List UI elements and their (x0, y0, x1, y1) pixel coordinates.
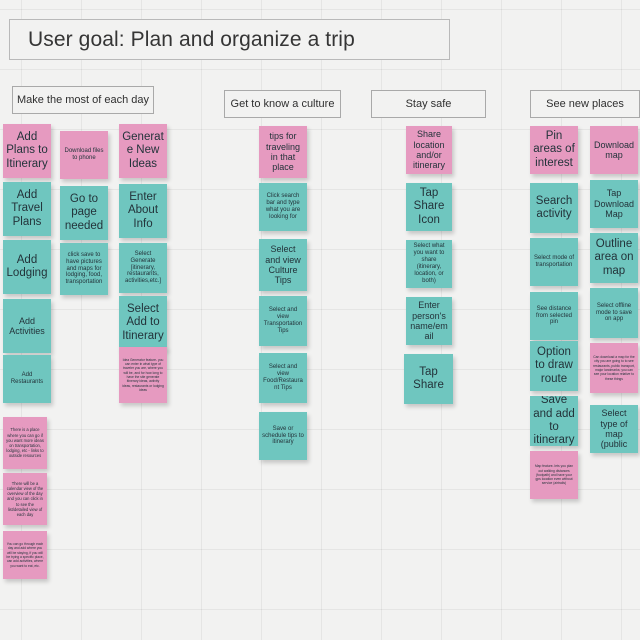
sticky-note[interactable]: Go to page needed (60, 186, 108, 240)
sticky-note-text: Generate New Ideas (122, 131, 164, 170)
sticky-note[interactable]: Save or schedule tips to itinerary (259, 412, 307, 460)
sticky-note[interactable]: Save and add to itinerary (530, 396, 578, 446)
sticky-note[interactable]: See distance from selected pin (530, 292, 578, 340)
sticky-note-text: Option to draw route (535, 346, 573, 385)
sticky-note[interactable]: Enter person's name/email (406, 297, 452, 345)
sticky-note-text: Tap Download Map (593, 188, 635, 220)
sticky-note[interactable]: Select Add to Itinerary (119, 296, 167, 350)
sticky-note-text: Click search bar and type what you are l… (265, 193, 301, 220)
sticky-note[interactable]: Select type of map (public (590, 405, 638, 453)
sticky-note[interactable]: Outline area on map (590, 233, 638, 283)
sticky-note-text: Save and add to itinerary (533, 396, 575, 446)
sticky-note[interactable]: Add Restaurants (3, 355, 51, 403)
sticky-note-text: Select what you want to share (itinerary… (413, 243, 445, 284)
sticky-note[interactable]: There will be a calendar view of the ove… (3, 473, 47, 525)
sticky-note[interactable]: Select and view Culture Tips (259, 239, 307, 291)
user-goal-banner[interactable]: User goal: Plan and organize a trip (9, 19, 450, 60)
sticky-note[interactable]: Share location and/or itinerary (406, 126, 452, 174)
sticky-note-text: Select type of map (public (600, 408, 628, 450)
sticky-note[interactable]: Select what you want to share (itinerary… (406, 240, 452, 288)
sticky-note-text: See distance from selected pin (535, 305, 572, 326)
sticky-note-text: Select Generate [itinerary, restaurants,… (124, 250, 161, 285)
sticky-note-text: Add Lodging (6, 253, 48, 279)
sticky-note[interactable]: Enter About Info (119, 184, 167, 238)
sticky-note-text: Pin areas of interest (533, 130, 575, 169)
sticky-note-text: Add Plans to Itinerary (6, 131, 48, 170)
sticky-note[interactable]: Download map (590, 126, 638, 174)
category-header-label: See new places (546, 98, 624, 110)
sticky-note-text: Select Add to Itinerary (122, 303, 164, 342)
sticky-note[interactable]: Option to draw route (530, 341, 578, 391)
sticky-note[interactable]: Tap Share Icon (406, 183, 452, 231)
sticky-note-text: Select and view Culture Tips (265, 244, 301, 286)
category-header-1[interactable]: Get to know a culture (224, 90, 341, 118)
category-header-label: Make the most of each day (16, 94, 150, 106)
sticky-note-text: Go to page needed (64, 193, 104, 232)
sticky-note-text: Download files to phone (64, 148, 104, 161)
sticky-note[interactable]: Add Plans to Itinerary (3, 124, 51, 178)
category-header-label: Stay safe (405, 98, 452, 110)
sticky-note[interactable]: Search activity (530, 183, 578, 233)
sticky-note[interactable]: Add Lodging (3, 240, 51, 294)
sticky-note[interactable]: Select mode of transportation (530, 238, 578, 286)
sticky-note-text: Select and view Food/Restaurant Tips (263, 364, 303, 391)
sticky-note-text: Map feature- lets you plan out walking d… (534, 464, 574, 486)
sticky-note[interactable]: Pin areas of interest (530, 126, 578, 174)
sticky-note-text: Download map (593, 139, 635, 160)
sticky-note[interactable]: Add Travel Plans (3, 182, 51, 236)
sticky-note-text: Enter person's name/email (410, 300, 448, 342)
sticky-note-text: Add Travel Plans (11, 189, 43, 228)
sticky-note-text: Add Restaurants (10, 372, 44, 385)
sticky-note[interactable]: click save to have pictures and maps for… (60, 243, 108, 295)
sticky-note-text: Tap Share Icon (413, 187, 445, 226)
sticky-note-text: Select offline mode to save on app (595, 302, 633, 323)
sticky-note-text: Search activity (535, 194, 573, 220)
sticky-note[interactable]: tips for traveling in that place (259, 126, 307, 178)
category-header-2[interactable]: Stay safe (371, 90, 486, 118)
sticky-note-text: Outline area on map (594, 238, 634, 277)
sticky-note[interactable]: Select and view Food/Restaurant Tips (259, 353, 307, 403)
sticky-note-text: Tap Share (413, 365, 444, 391)
sticky-note-text: Share location and/or itinerary (412, 129, 445, 171)
user-goal-text: User goal: Plan and organize a trip (28, 27, 355, 51)
sticky-note-text: There is a place where you can go if you… (6, 427, 44, 459)
category-header-label: Get to know a culture (230, 98, 335, 110)
sticky-note[interactable]: Can download a map for the city you are … (590, 343, 638, 393)
sticky-note[interactable]: Click search bar and type what you are l… (259, 183, 307, 231)
sticky-note-text: Select mode of transportation (533, 255, 575, 268)
sticky-note[interactable]: Map feature- lets you plan out walking d… (530, 451, 578, 499)
sticky-note-text: You can go through each day and add wher… (6, 542, 44, 568)
sticky-note-text: Can download a map for the city you are … (593, 355, 635, 381)
sticky-note[interactable]: Idea Generator feature- you can enter in… (119, 347, 167, 403)
sticky-note[interactable]: Add Activities (3, 299, 51, 353)
sticky-note[interactable]: Tap Share (404, 354, 453, 404)
sticky-note[interactable]: You can go through each day and add wher… (3, 531, 47, 579)
sticky-note[interactable]: Tap Download Map (590, 180, 638, 228)
sticky-note-text: click save to have pictures and maps for… (65, 251, 103, 286)
category-header-0[interactable]: Make the most of each day (12, 86, 154, 114)
sticky-note-text: There will be a calendar view of the ove… (6, 480, 44, 518)
sticky-note-text: Save or schedule tips to itinerary (262, 425, 304, 446)
sticky-note[interactable]: Select offline mode to save on app (590, 288, 638, 338)
category-header-3[interactable]: See new places (530, 90, 640, 118)
sticky-note[interactable]: There is a place where you can go if you… (3, 417, 47, 469)
sticky-note-text: Add Activities (9, 315, 45, 336)
sticky-note[interactable]: Download files to phone (60, 131, 108, 179)
sticky-note-text: Idea Generator feature- you can enter in… (122, 357, 164, 392)
sticky-note[interactable]: Select Generate [itinerary, restaurants,… (119, 243, 167, 293)
sticky-note[interactable]: Select and view Transportation Tips (259, 296, 307, 346)
sticky-note[interactable]: Generate New Ideas (119, 124, 167, 178)
sticky-note-text: Select and view Transportation Tips (263, 307, 303, 334)
sticky-note-text: tips for traveling in that place (265, 131, 301, 173)
sticky-note-text: Enter About Info (127, 191, 159, 230)
